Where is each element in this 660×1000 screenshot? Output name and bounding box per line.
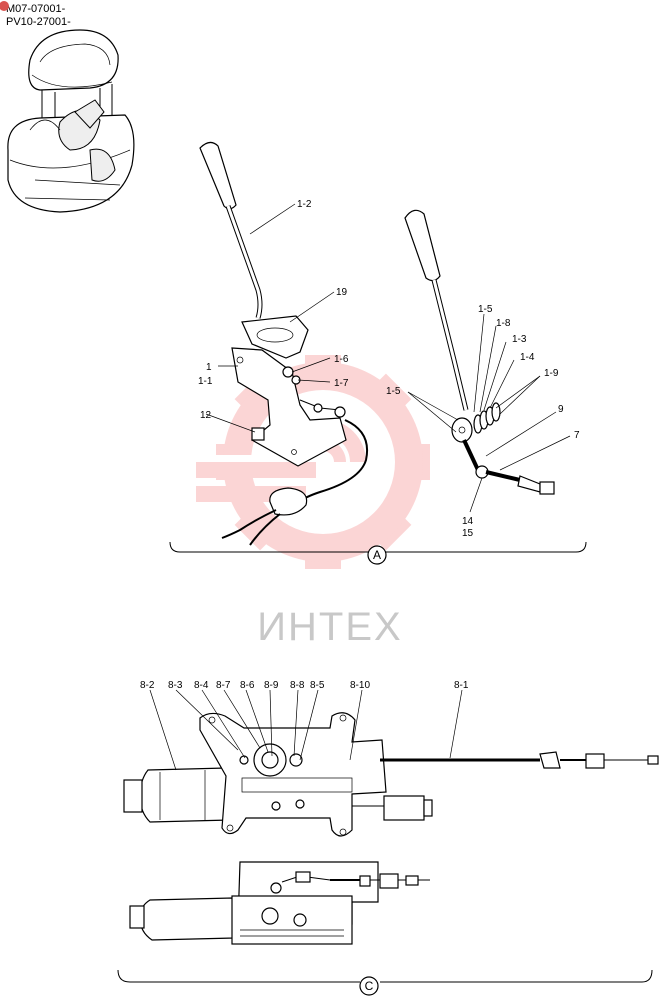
view-a-right-lever-assembly xyxy=(404,209,555,495)
view-a-bracket-right xyxy=(384,541,587,553)
callout-1-4: 1-4 xyxy=(520,352,535,363)
callout-1-8: 1-8 xyxy=(496,318,511,329)
callout-8-6: 8-6 xyxy=(240,680,255,691)
callout-15: 15 xyxy=(462,528,474,539)
view-a-left-lever-assembly xyxy=(199,141,368,546)
callout-8-7: 8-7 xyxy=(216,680,231,691)
locator-machine-illustration xyxy=(7,29,135,213)
callout-8-2: 8-2 xyxy=(140,680,155,691)
view-a-letter: A xyxy=(373,548,381,562)
view-c-bracket-left xyxy=(117,969,360,983)
callout-12: 12 xyxy=(200,410,212,421)
callout-1-3: 1-3 xyxy=(512,334,527,345)
callout-1: 1 xyxy=(206,362,212,373)
callout-1-2: 1-2 xyxy=(297,199,312,210)
callout-8-3: 8-3 xyxy=(168,680,183,691)
view-a-marker xyxy=(367,545,387,565)
view-c-letter: C xyxy=(365,979,374,993)
view-c-bracket-right xyxy=(380,969,653,983)
serial-range-1: M07-07001- xyxy=(6,3,66,15)
callout-19: 19 xyxy=(336,287,348,298)
callout-8-4: 8-4 xyxy=(194,680,209,691)
callout-14: 14 xyxy=(462,516,474,527)
callout-8-1: 8-1 xyxy=(454,680,469,691)
view-a-bracket-left xyxy=(169,541,370,553)
view-c-marker xyxy=(359,976,379,996)
callout-9: 9 xyxy=(558,404,564,415)
callout-1-1: 1-1 xyxy=(198,376,213,387)
callout-1-7: 1-7 xyxy=(334,378,349,389)
callout-1-5-top: 1-5 xyxy=(478,304,493,315)
view-c-actuator-side xyxy=(129,861,430,945)
callout-1-5-left: 1-5 xyxy=(386,386,401,397)
watermark-text: ИНТЕХ xyxy=(257,605,402,649)
view-c-callout-lines xyxy=(149,689,463,771)
callout-7: 7 xyxy=(574,430,580,441)
callout-1-6: 1-6 xyxy=(334,354,349,365)
callout-8-10: 8-10 xyxy=(350,680,370,691)
view-a-callout-lines xyxy=(205,203,571,513)
callout-8-5: 8-5 xyxy=(310,680,325,691)
serial-range-2: PV10-27001- xyxy=(6,16,71,28)
callout-8-8: 8-8 xyxy=(290,680,305,691)
callout-8-9: 8-9 xyxy=(264,680,279,691)
callout-1-9: 1-9 xyxy=(544,368,559,379)
view-c-actuator-top xyxy=(123,712,659,837)
badge-dot xyxy=(0,1,9,11)
